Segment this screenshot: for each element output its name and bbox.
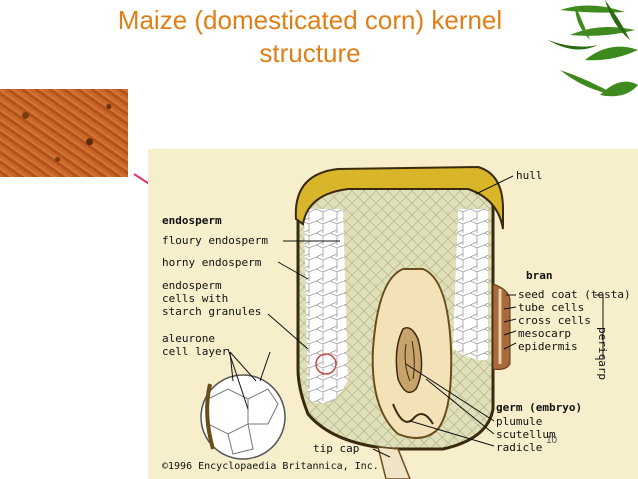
floury-endosperm-region xyxy=(304,209,348,404)
label-seed-coat: seed coat (testa) xyxy=(518,288,631,301)
plumule-lines xyxy=(404,340,415,382)
bamboo-leaf xyxy=(560,5,625,13)
label-floury-endosperm: floury endosperm xyxy=(162,234,268,247)
title-line-2: structure xyxy=(259,38,361,68)
bamboo-decoration xyxy=(548,0,638,97)
label-aleurone-1: aleurone xyxy=(162,332,215,345)
label-bran: bran xyxy=(526,269,553,282)
detail-circle xyxy=(315,353,337,375)
tip-cap xyxy=(377,446,411,479)
label-germ: germ (embryo) xyxy=(496,401,583,414)
label-cross-cells: cross cells xyxy=(518,314,591,327)
copyright-text: ©1996 Encyclopaedia Britannica, Inc. xyxy=(162,461,379,472)
label-plumule: plumule xyxy=(496,415,543,428)
label-endosperm-cells-1: endosperm xyxy=(162,279,222,292)
bamboo-leaf xyxy=(605,0,630,40)
label-scutellum: scutellum xyxy=(496,428,556,441)
label-tube-cells: tube cells xyxy=(518,301,585,314)
texture-photo xyxy=(0,89,128,177)
slide-title: Maize (domesticated corn) kernel structu… xyxy=(100,4,520,70)
bamboo-leaf xyxy=(600,81,638,97)
label-endosperm: endosperm xyxy=(162,214,222,227)
kernel-diagram: endosperm floury endosperm horny endospe… xyxy=(148,149,638,479)
label-aleurone-2: cell layer xyxy=(162,345,229,358)
bamboo-leaf xyxy=(560,70,615,95)
hull-cap xyxy=(294,165,504,230)
leader-lines xyxy=(227,175,604,458)
label-endosperm-cells-2: cells with xyxy=(162,292,229,305)
magnified-inset xyxy=(200,374,286,460)
label-epidermis: epidermis xyxy=(518,340,578,353)
bamboo-leaf xyxy=(575,5,590,40)
kernel-illustration xyxy=(200,165,604,479)
label-mesocarp: mesocarp xyxy=(518,327,571,340)
label-pericarp: pericarp xyxy=(596,327,609,380)
title-line-1: Maize (domesticated corn) kernel xyxy=(117,5,503,35)
plumule xyxy=(395,327,423,394)
bamboo-leaf xyxy=(585,46,638,61)
label-tip-cap: tip cap xyxy=(313,442,360,455)
page-number: 10 xyxy=(546,435,558,446)
label-horny-endosperm: horny endosperm xyxy=(162,256,262,269)
radicle xyxy=(392,403,434,425)
floury-endosperm-region xyxy=(453,209,488,361)
inset-aleurone xyxy=(205,383,215,450)
label-radicle: radicle xyxy=(496,441,543,454)
bamboo-leaf xyxy=(548,40,598,50)
label-endosperm-cells-3: starch granules xyxy=(162,305,262,318)
label-hull: hull xyxy=(516,169,543,182)
